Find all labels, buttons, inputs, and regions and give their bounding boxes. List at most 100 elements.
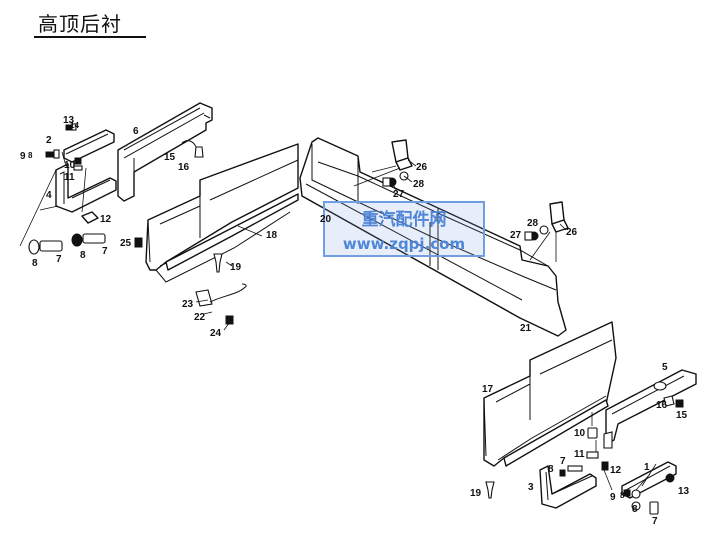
callout-10: 10 [574, 428, 586, 439]
callout-26: 26 [416, 162, 428, 173]
callouts: 13 14 2 9 8 10 11 4 12 8 7 8 7 6 15 16 1… [20, 115, 690, 527]
washer-28b [539, 225, 549, 235]
title-underline [34, 36, 146, 38]
callout-7: 7 [56, 254, 62, 265]
screw-24 [225, 315, 234, 325]
callout-11: 11 [574, 449, 585, 460]
washer-27b [524, 231, 533, 241]
watermark-line1: 重汽配件网 [362, 209, 447, 230]
washer-8f [631, 501, 641, 511]
nut-13b [665, 473, 675, 483]
watermark-line2: www.zqpj.com [343, 235, 465, 253]
callout-19: 19 [470, 488, 482, 499]
left-bolt-7 [39, 240, 63, 252]
left-bolt-7b [82, 233, 106, 244]
callout-26: 26 [566, 227, 578, 238]
watermark-box [323, 201, 485, 257]
callout-22: 22 [194, 312, 206, 323]
washer-8e [631, 489, 641, 499]
washer-27a [382, 177, 391, 187]
part-1-bracket [621, 461, 677, 499]
callout-1: 1 [644, 462, 650, 473]
callout-13: 13 [63, 115, 75, 126]
left-hardware [19, 123, 204, 255]
callout-8: 8 [632, 504, 638, 515]
callout-3: 3 [528, 482, 534, 493]
callout-12: 12 [100, 214, 112, 225]
watermark: 重汽配件网 www.zqpj.com [323, 201, 485, 257]
bolt-10b [587, 427, 598, 439]
nut-12b [601, 461, 609, 471]
callout-8: 8 [620, 491, 625, 500]
callout-9: 9 [610, 492, 616, 503]
left-spring-15 [181, 140, 197, 148]
callout-6: 6 [133, 126, 139, 137]
callout-4: 4 [46, 190, 52, 201]
callout-8: 8 [548, 464, 554, 475]
part-18-panel [145, 143, 299, 283]
part-6-bracket [117, 102, 213, 202]
left-nut-9 [45, 151, 54, 158]
callout-7: 7 [652, 516, 658, 527]
left-washer-14 [71, 123, 77, 131]
callout-10: 10 [64, 160, 76, 171]
callout-7: 7 [560, 456, 566, 467]
callout-20: 20 [320, 214, 332, 225]
left-bolt-16 [194, 146, 204, 158]
callout-7: 7 [102, 246, 108, 257]
screw-19 [213, 253, 223, 273]
page-title: 高顶后衬 [38, 12, 122, 36]
part-20-21-long-panel [299, 137, 567, 337]
callout-17: 17 [482, 384, 494, 395]
right-hardware [485, 395, 684, 515]
nut-8d [559, 469, 566, 477]
callout-9: 9 [20, 151, 26, 162]
left-nut-13 [65, 124, 72, 131]
callout-28: 28 [413, 179, 425, 190]
callout-15: 15 [164, 152, 176, 163]
callout-12: 12 [610, 465, 622, 476]
callout-2: 2 [46, 135, 52, 146]
callout-27: 27 [393, 189, 405, 200]
callout-18: 18 [266, 230, 278, 241]
callout-15: 15 [676, 410, 688, 421]
callout-16: 16 [656, 400, 668, 411]
callout-28: 28 [527, 218, 539, 229]
part-3-bracket [539, 465, 597, 509]
left-bolt-10 [74, 157, 82, 165]
grommet-23 [195, 289, 213, 307]
left-washer-8 [53, 149, 60, 159]
callout-5: 5 [662, 362, 668, 373]
washer-11b [586, 451, 599, 459]
callout-24: 24 [210, 328, 222, 339]
callout-11: 11 [64, 172, 75, 183]
bolt-16b [663, 395, 675, 407]
handle-22 [209, 283, 247, 303]
callout-8: 8 [80, 250, 86, 261]
callout-25: 25 [120, 238, 132, 249]
callout-16: 16 [178, 162, 190, 173]
bracket-26-b [524, 201, 569, 262]
part-12-clip [81, 211, 99, 224]
nut-15b [675, 399, 684, 408]
callout-27: 27 [510, 230, 522, 241]
bolt-7d [649, 501, 659, 515]
callout-13: 13 [678, 486, 690, 497]
part-4-bracket [55, 129, 117, 213]
callout-23: 23 [182, 299, 194, 310]
left-washer-8b [28, 239, 40, 255]
callout-21: 21 [520, 323, 532, 334]
callout-19: 19 [230, 262, 242, 273]
bracket-26-a [353, 139, 417, 191]
left-nut-8c [71, 233, 83, 247]
mid-left-hardware [134, 225, 263, 331]
clip-25 [134, 237, 143, 248]
callout-8: 8 [28, 151, 33, 160]
left-washer-11 [73, 165, 83, 171]
nut-9b [623, 489, 631, 497]
callout-8: 8 [32, 258, 38, 269]
part-17-panel [483, 321, 617, 467]
bolt-7c [567, 465, 583, 472]
screw-19b [485, 481, 495, 499]
